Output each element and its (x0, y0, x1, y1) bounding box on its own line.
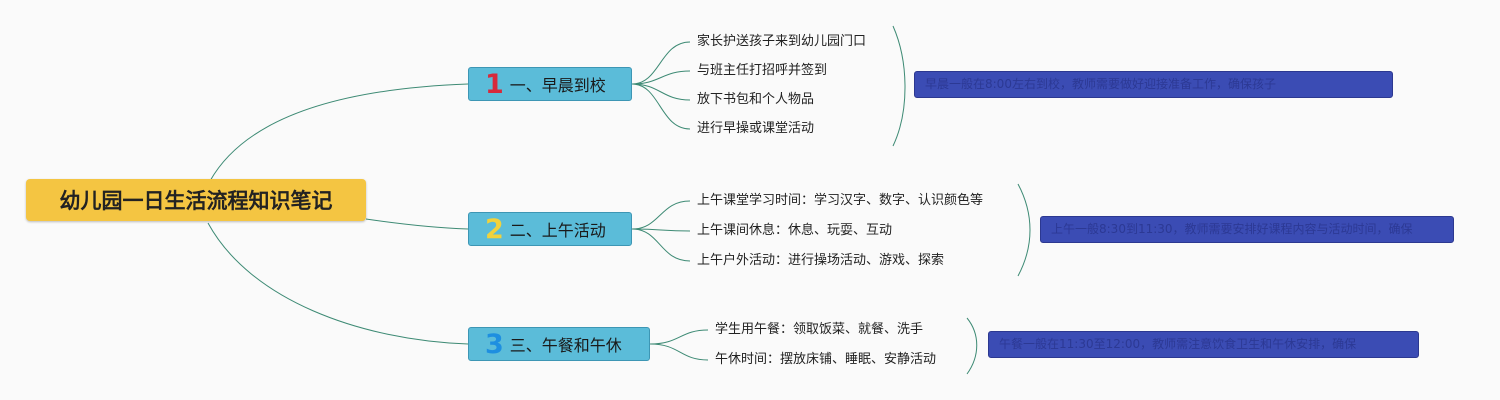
leaf-item[interactable]: 与班主任打招呼并签到 (697, 63, 828, 78)
connector-b3-leaf-1 (649, 329, 709, 345)
note-branch-2[interactable]: 上午一般8:30到11:30，教师需要安排好课程内容与活动时间，确保 (1040, 216, 1454, 243)
leaf-item[interactable]: 上午课间休息：休息、玩耍、互动 (697, 223, 893, 238)
connector-root-branch-3 (207, 222, 469, 345)
bracket-branch-1 (892, 25, 906, 147)
connector-b3-leaf-2 (649, 343, 709, 361)
connector-root-branch-2 (365, 218, 469, 230)
connector-b1-leaf-4 (631, 83, 691, 130)
branch-topic-1[interactable]: 1 一、早晨到校 (468, 67, 632, 101)
bracket-branch-2 (1017, 183, 1031, 277)
note-branch-3[interactable]: 午餐一般在11:30至12:00，教师需注意饮食卫生和午休安排，确保 (988, 331, 1419, 358)
branch-number-1: 1 (485, 68, 504, 100)
leaf-item[interactable]: 午休时间：摆放床铺、睡眠、安静活动 (715, 352, 937, 367)
note-branch-1[interactable]: 早晨一般在8:00左右到校，教师需要做好迎接准备工作，确保孩子 (914, 71, 1393, 98)
connector-b1-leaf-1 (631, 41, 691, 85)
connector-b2-leaf-1 (631, 200, 691, 230)
bracket-branch-3 (966, 317, 978, 375)
note-text-1: 早晨一般在8:00左右到校，教师需要做好迎接准备工作，确保孩子 (925, 77, 1276, 91)
note-text-3: 午餐一般在11:30至12:00，教师需注意饮食卫生和午休安排，确保 (999, 337, 1357, 351)
branch-label-1: 一、早晨到校 (509, 76, 606, 95)
leaf-item[interactable]: 家长护送孩子来到幼儿园门口 (697, 34, 867, 49)
leaf-item[interactable]: 学生用午餐：领取饭菜、就餐、洗手 (715, 322, 924, 337)
branch-label-2: 二、上午活动 (509, 221, 606, 240)
branch-topic-2[interactable]: 2 二、上午活动 (468, 212, 632, 246)
connector-b2-leaf-3 (631, 228, 691, 262)
leaf-item[interactable]: 上午课堂学习时间：学习汉字、数字、认识颜色等 (697, 193, 984, 208)
connector-b1-leaf-2 (631, 70, 691, 85)
connector-b1-leaf-3 (631, 83, 691, 101)
leaf-item[interactable]: 进行早操或课堂活动 (697, 121, 815, 136)
branch-number-3: 3 (485, 328, 504, 360)
branch-number-2: 2 (485, 213, 504, 245)
leaf-item[interactable]: 放下书包和个人物品 (697, 92, 815, 107)
root-topic-label: 幼儿园一日生活流程知识笔记 (59, 189, 333, 213)
branch-label-3: 三、午餐和午休 (509, 336, 622, 355)
connector-b2-leaf-2 (631, 228, 691, 232)
leaf-item[interactable]: 上午户外活动：进行操场活动、游戏、探索 (697, 253, 945, 268)
connector-root-branch-1 (209, 83, 469, 182)
branch-topic-3[interactable]: 3 三、午餐和午休 (468, 327, 650, 361)
root-topic[interactable]: 幼儿园一日生活流程知识笔记 (26, 179, 366, 221)
note-text-2: 上午一般8:30到11:30，教师需要安排好课程内容与活动时间，确保 (1051, 222, 1413, 236)
